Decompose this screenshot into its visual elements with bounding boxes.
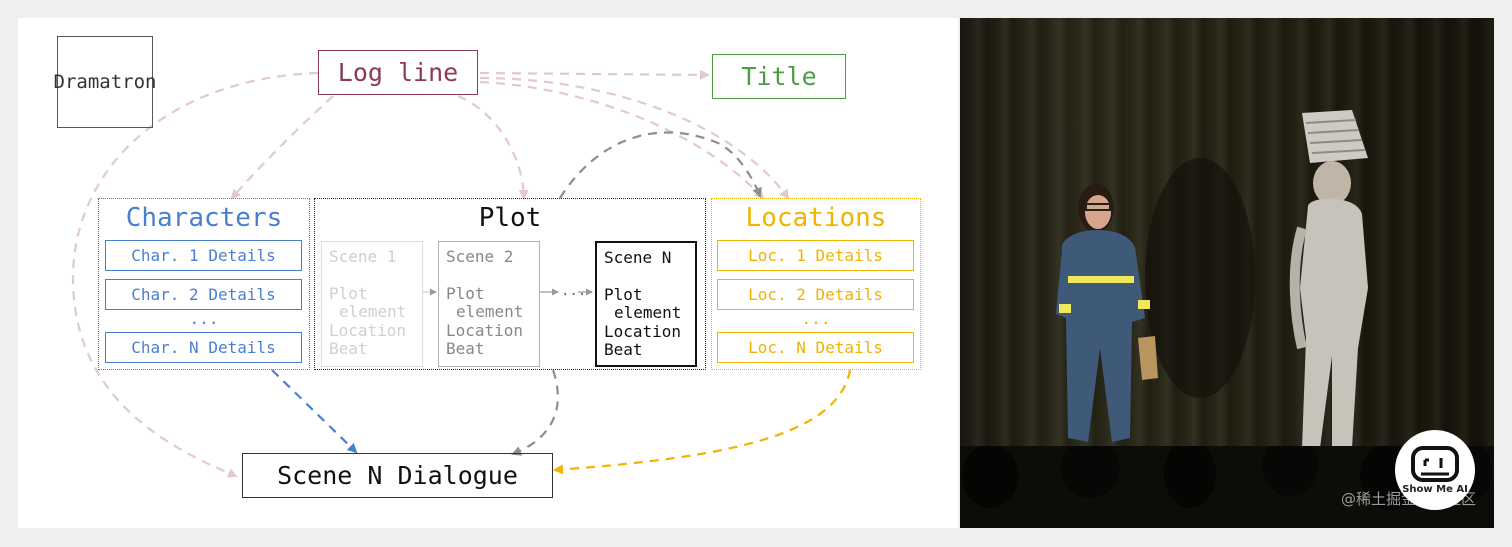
scene-n-line-beat: Beat (604, 340, 643, 359)
title-node: Title (712, 54, 846, 99)
scene-2-line-element: element (456, 302, 524, 321)
scene-n-line-plot: Plot (604, 284, 643, 304)
scene-n-card: Scene N Plot element Location Beat (595, 241, 697, 367)
diagram-arrows (71, 69, 852, 478)
plot-ellipsis: ··· (561, 287, 587, 303)
character-n-details: Char. N Details (105, 332, 302, 363)
character-1-details: Char. 1 Details (105, 240, 302, 271)
arrow-characters-dialogue (271, 369, 358, 454)
arrow-plot-locations (559, 131, 762, 199)
characters-title: Characters (125, 203, 283, 233)
scene-1-line-plot: Plot (329, 283, 368, 303)
scene-n-dialogue-node: Scene N Dialogue (242, 453, 553, 498)
arrow-logline-characters (230, 95, 334, 200)
scene-2-line-beat: Beat (446, 339, 485, 358)
scene-1-line-beat: Beat (329, 339, 368, 358)
arrow-logline-dialogue (71, 71, 319, 478)
logo-text: Show Me AI (1402, 484, 1468, 495)
locations-group: Locations Loc. 1 Details Loc. 2 Details … (711, 198, 921, 370)
robot-icon (1411, 446, 1459, 482)
arrow-logline-plot (457, 94, 529, 200)
locations-ellipsis: ... (801, 309, 831, 328)
scene-n-line-location: Location (604, 321, 682, 341)
performers-illustration (1056, 110, 1368, 448)
scene-n-name: Scene N (604, 248, 672, 267)
dramatron-node: Dramatron (54, 36, 156, 128)
locations-title: Locations (745, 203, 887, 233)
arrow-plot-dialogue (511, 369, 559, 456)
scene-n-line-element: element (614, 303, 682, 322)
arrow-locations-dialogue (553, 369, 852, 475)
show-me-ai-logo: Show Me AI (1395, 430, 1475, 510)
character-2-details: Char. 2 Details (105, 279, 302, 310)
diagram-panel: Dramatron Log line Title Characters Char… (18, 18, 958, 528)
location-2-details: Loc. 2 Details (717, 279, 914, 310)
characters-ellipsis: ... (189, 309, 219, 328)
plot-title: Plot (478, 203, 542, 233)
arrow-logline-locations-2 (479, 80, 765, 200)
scene-1-card: Scene 1 Plot element Location Beat (321, 241, 423, 367)
shadow-shape (1145, 158, 1255, 398)
location-1-details: Loc. 1 Details (717, 240, 914, 271)
scene-2-name: Scene 2 (446, 247, 514, 266)
scene-1-line-element: element (339, 302, 407, 321)
scene-1-line-location: Location (329, 320, 407, 340)
scene-2-line-location: Location (446, 320, 524, 340)
plot-group: Plot Scene 1 Plot element Location Beat … (314, 198, 706, 370)
actress-figure (1056, 184, 1158, 442)
scene-2-line-plot: Plot (446, 283, 485, 303)
arrow-logline-locations (479, 76, 790, 200)
scene-2-card: Scene 2 Plot element Location Beat (438, 241, 540, 367)
arrow-logline-title (479, 69, 710, 80)
scene-1-name: Scene 1 (329, 247, 397, 266)
characters-group: Characters Char. 1 Details Char. 2 Detai… (98, 198, 310, 370)
location-n-details: Loc. N Details (717, 332, 914, 363)
costumed-actor-figure (1289, 110, 1368, 448)
log-line-node: Log line (318, 50, 478, 95)
